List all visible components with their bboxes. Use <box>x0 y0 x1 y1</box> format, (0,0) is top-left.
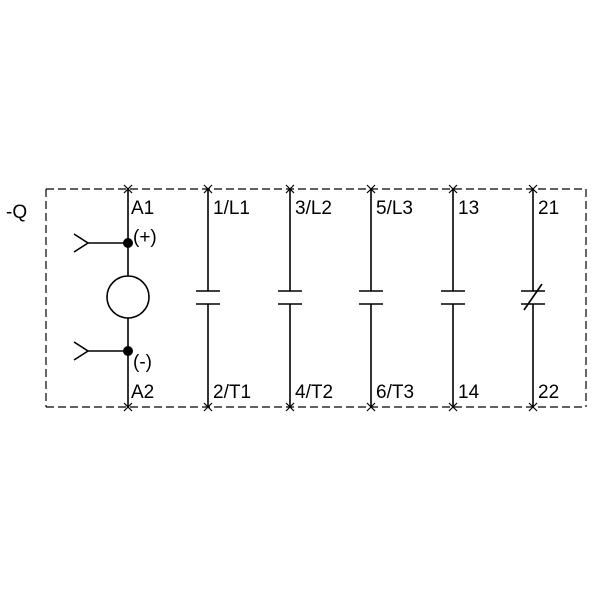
coil-terminal-marks <box>123 184 133 412</box>
plus-junction-dot <box>123 238 133 248</box>
coil-branch: A1 (+) (-) A2 <box>73 184 157 412</box>
device-enclosure <box>45 188 587 408</box>
contact-branch: 1/L1 2/T1 <box>196 184 251 412</box>
plus-plug-connector <box>73 233 133 253</box>
terminal-mark-top <box>448 184 458 194</box>
terminal-mark-top <box>366 184 376 194</box>
contact-top-terminal: 21 <box>538 198 559 219</box>
coil-bottom-terminal: A2 <box>131 382 154 403</box>
coil-plus-label: (+) <box>133 227 157 248</box>
terminal-mark-bottom <box>366 402 376 412</box>
contact-top-terminal: 13 <box>458 198 479 219</box>
coil-top-terminal: A1 <box>131 198 154 219</box>
minus-plug-connector <box>73 341 133 361</box>
contact-branch-nc: 21 22 <box>521 184 559 412</box>
contact-bottom-terminal: 14 <box>458 382 480 403</box>
contact-bottom-terminal: 2/T1 <box>213 382 251 403</box>
contact-top-terminal: 5/L3 <box>376 198 413 219</box>
terminal-mark-bottom <box>203 402 213 412</box>
contact-branch: 3/L2 4/T2 <box>278 184 333 412</box>
terminal-mark-top <box>285 184 295 194</box>
terminal-mark-bottom <box>528 402 538 412</box>
terminal-mark-top <box>528 184 538 194</box>
contact-bottom-terminal: 22 <box>538 382 559 403</box>
contact-top-terminal: 1/L1 <box>213 198 250 219</box>
nc-slash <box>523 283 543 311</box>
terminal-mark-bottom <box>448 402 458 412</box>
contact-bottom-terminal: 4/T2 <box>295 382 333 403</box>
contact-branch: 5/L3 6/T3 <box>359 184 414 412</box>
terminal-mark-bottom <box>285 402 295 412</box>
minus-junction-dot <box>123 346 133 356</box>
coil-minus-label: (-) <box>133 352 152 373</box>
terminal-mark-top <box>203 184 213 194</box>
coil-symbol <box>106 275 150 319</box>
contact-bottom-terminal: 6/T3 <box>376 382 414 403</box>
contact-top-terminal: 3/L2 <box>295 198 332 219</box>
device-label: -Q <box>6 202 27 223</box>
contact-branch: 13 14 <box>441 184 480 412</box>
